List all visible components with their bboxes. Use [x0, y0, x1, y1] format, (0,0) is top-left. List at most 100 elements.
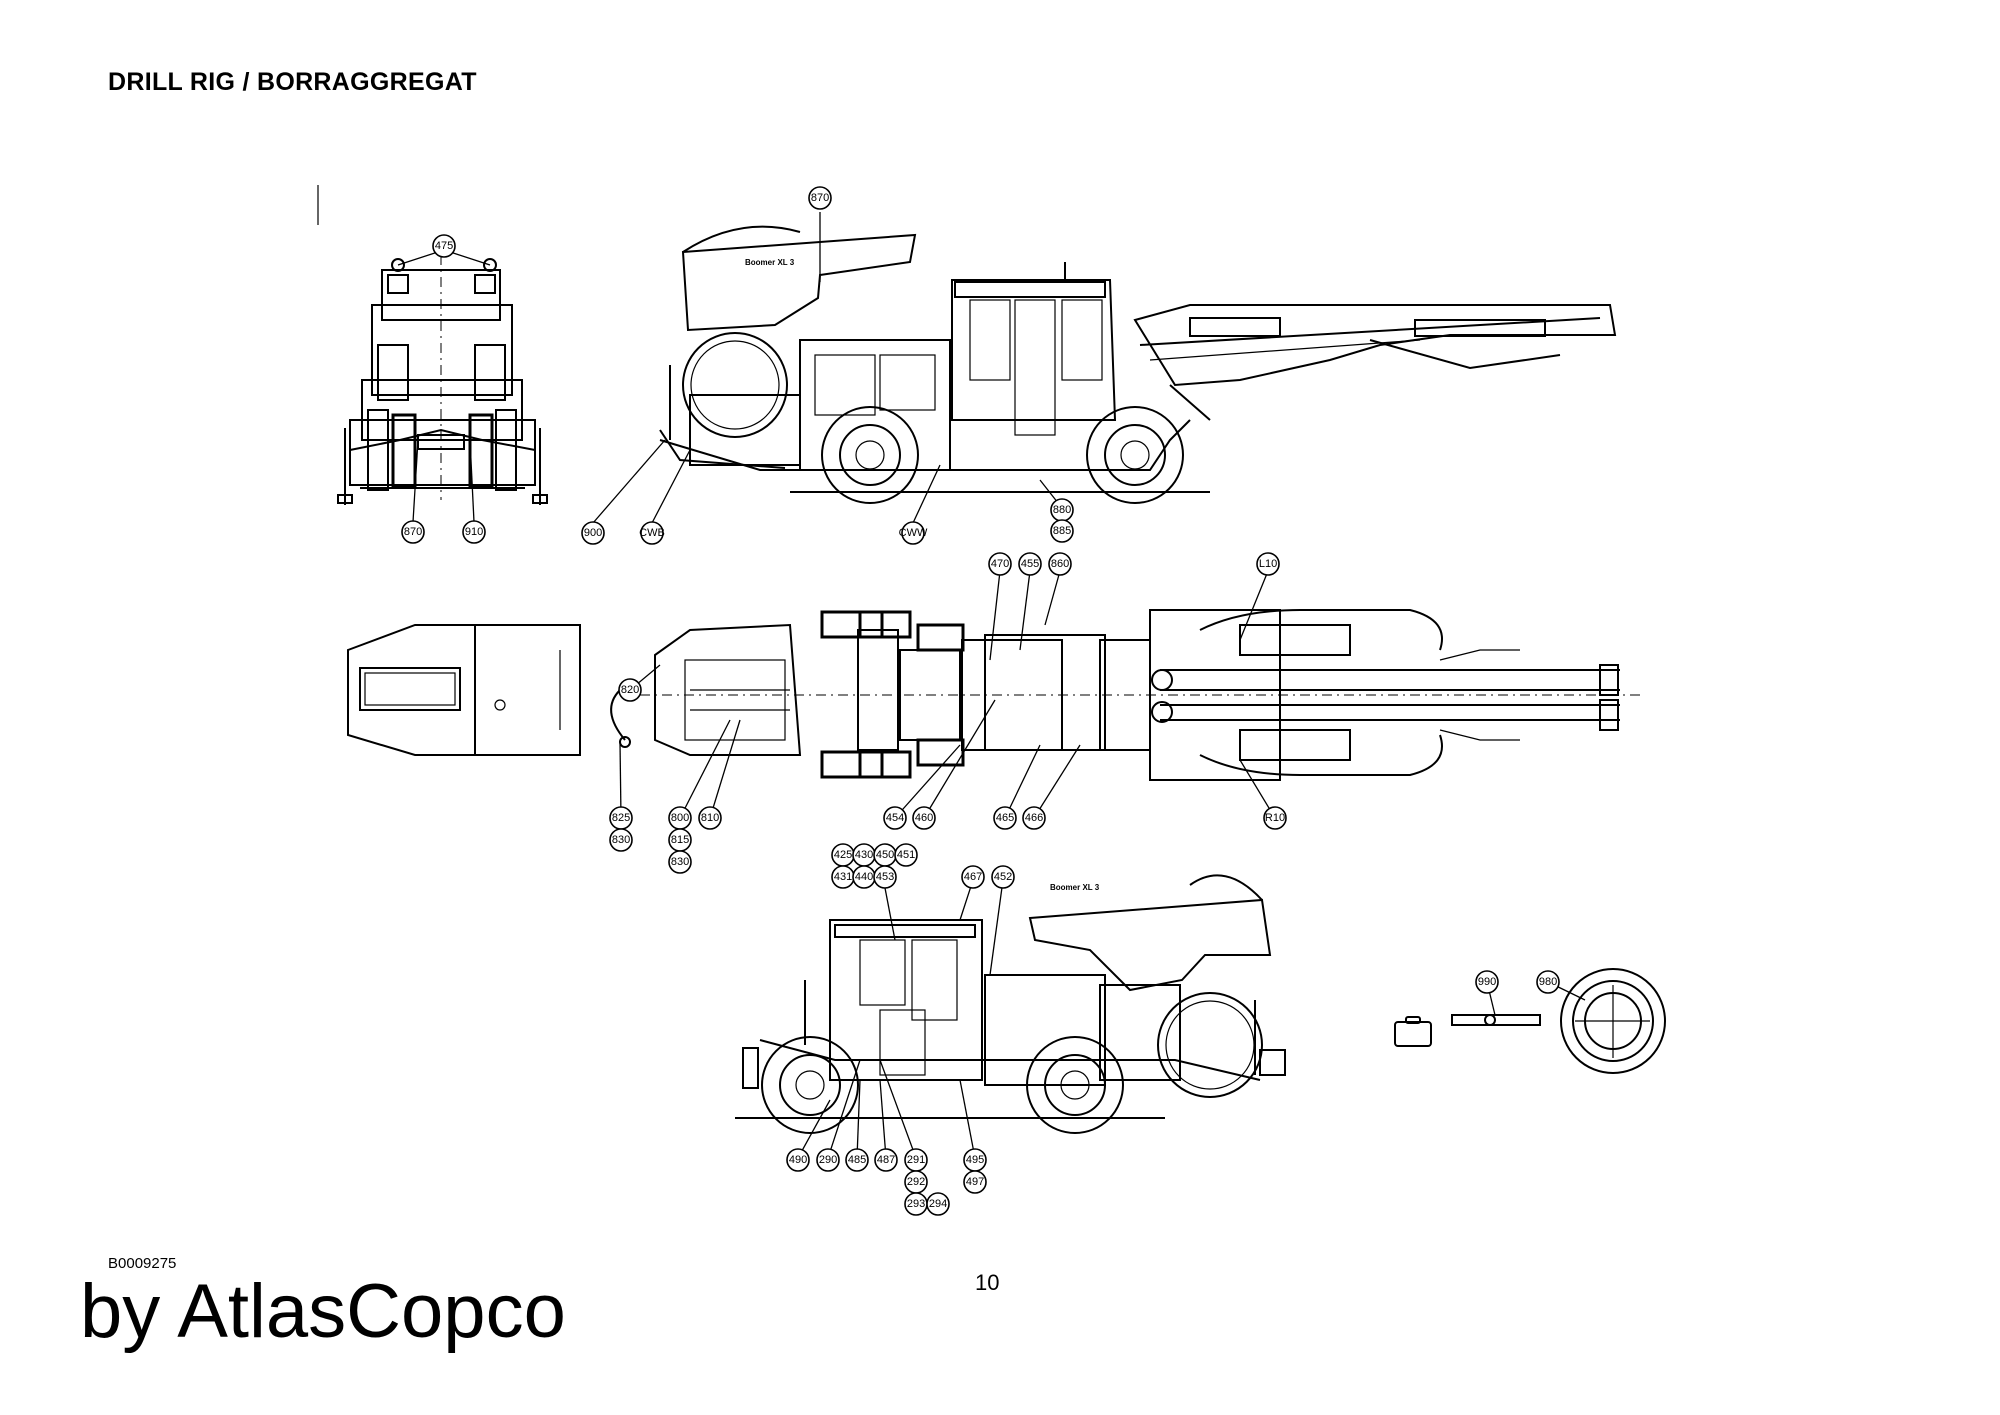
svg-text:990: 990 [1478, 976, 1496, 988]
callout[interactable]: CWW [899, 521, 928, 545]
svg-text:431: 431 [834, 871, 852, 883]
svg-text:290: 290 [819, 1154, 837, 1166]
callout[interactable]: 452 [991, 865, 1015, 889]
svg-text:870: 870 [811, 192, 829, 204]
drawing-code: B0009275 [108, 1255, 177, 1272]
svg-text:460: 460 [915, 812, 933, 824]
callout[interactable]: 485 [845, 1148, 869, 1172]
callout[interactable]: 450 [873, 843, 897, 867]
callout[interactable]: 910 [462, 520, 486, 544]
callout[interactable]: 292 [904, 1170, 928, 1194]
svg-text:800: 800 [671, 812, 689, 824]
svg-text:490: 490 [789, 1154, 807, 1166]
callout[interactable]: 465 [993, 806, 1017, 830]
svg-text:R10: R10 [1265, 812, 1285, 824]
spare-wheel-icon [1560, 968, 1666, 1074]
callout[interactable]: 870 [401, 520, 425, 544]
callout[interactable]: 291 [904, 1148, 928, 1172]
callout[interactable]: 900 [581, 521, 605, 545]
svg-text:815: 815 [671, 834, 689, 846]
svg-text:293: 293 [907, 1198, 925, 1210]
svg-text:825: 825 [612, 812, 630, 824]
svg-text:900: 900 [584, 527, 602, 539]
callout[interactable]: 830 [609, 828, 633, 852]
hand-tool-icon [1451, 1014, 1541, 1026]
side-view-top: Boomer XL 3 [659, 225, 1617, 504]
callouts-front-view: 475 870 910 [401, 234, 486, 544]
callout[interactable]: 451 [894, 843, 918, 867]
svg-text:294: 294 [929, 1198, 947, 1210]
callout[interactable]: R10 [1263, 806, 1287, 830]
svg-text:885: 885 [1053, 525, 1071, 537]
svg-text:485: 485 [848, 1154, 866, 1166]
svg-text:495: 495 [966, 1154, 984, 1166]
svg-text:CWW: CWW [899, 527, 928, 539]
callout[interactable]: 460 [912, 806, 936, 830]
callout[interactable]: 815 [668, 828, 692, 852]
callout[interactable]: 800 [668, 806, 692, 830]
callout[interactable]: CWB [639, 521, 665, 545]
front-view [317, 185, 548, 505]
svg-text:810: 810 [701, 812, 719, 824]
svg-text:470: 470 [991, 558, 1009, 570]
svg-text:291: 291 [907, 1154, 925, 1166]
callout[interactable]: 425 [831, 843, 855, 867]
side-view-bottom: Boomer XL 3 [735, 874, 1286, 1134]
svg-text:292: 292 [907, 1176, 925, 1188]
callout[interactable]: 466 [1022, 806, 1046, 830]
callout[interactable]: 490 [786, 1148, 810, 1172]
callout[interactable]: 293 [904, 1192, 928, 1216]
callouts-side-view-top: 870 900 CWB CWW 880 885 [581, 186, 1074, 545]
callout[interactable]: 830 [668, 850, 692, 874]
svg-text:453: 453 [876, 871, 894, 883]
lower-view-model-plate: Boomer XL 3 [1050, 883, 1100, 892]
callout[interactable]: L10 [1256, 552, 1280, 576]
callout[interactable]: 290 [816, 1148, 840, 1172]
callout[interactable]: 860 [1048, 552, 1072, 576]
svg-text:475: 475 [435, 240, 453, 252]
callout[interactable]: 470 [988, 552, 1012, 576]
svg-text:466: 466 [1025, 812, 1043, 824]
callout[interactable]: 885 [1050, 519, 1074, 543]
side-view-model-plate: Boomer XL 3 [745, 258, 795, 267]
svg-text:430: 430 [855, 849, 873, 861]
callout[interactable]: 454 [883, 806, 907, 830]
callout[interactable]: 495 [963, 1148, 987, 1172]
callouts-accessories: 990 980 [1475, 970, 1560, 994]
top-view [347, 609, 1640, 781]
callouts-top-view: 470 455 860 L10 820 825 830 800 815 830 … [609, 552, 1287, 874]
svg-text:452: 452 [994, 871, 1012, 883]
svg-text:455: 455 [1021, 558, 1039, 570]
callout[interactable]: 990 [1475, 970, 1499, 994]
toolbox-icon [1394, 1021, 1432, 1047]
callout[interactable]: 825 [609, 806, 633, 830]
svg-text:L10: L10 [1259, 558, 1277, 570]
callout[interactable]: 440 [852, 865, 876, 889]
svg-text:487: 487 [877, 1154, 895, 1166]
callout[interactable]: 980 [1536, 970, 1560, 994]
svg-text:820: 820 [621, 684, 639, 696]
callout[interactable]: 810 [698, 806, 722, 830]
callouts-side-view-bottom: 425 430 450 451 431 440 453 467 452 490 … [786, 843, 1015, 1216]
svg-text:880: 880 [1053, 504, 1071, 516]
callout[interactable]: 880 [1050, 498, 1074, 522]
callout[interactable]: 467 [961, 865, 985, 889]
callout[interactable]: 430 [852, 843, 876, 867]
callout[interactable]: 453 [873, 865, 897, 889]
accessories [1394, 968, 1666, 1074]
svg-text:980: 980 [1539, 976, 1557, 988]
callout[interactable]: 497 [963, 1170, 987, 1194]
svg-text:910: 910 [465, 526, 483, 538]
callout[interactable]: 475 [432, 234, 456, 258]
svg-text:450: 450 [876, 849, 894, 861]
callout[interactable]: 294 [926, 1192, 950, 1216]
callout[interactable]: 820 [618, 678, 642, 702]
svg-text:830: 830 [671, 856, 689, 868]
svg-text:497: 497 [966, 1176, 984, 1188]
callout[interactable]: 455 [1018, 552, 1042, 576]
callout[interactable]: 870 [808, 186, 832, 210]
callout[interactable]: 431 [831, 865, 855, 889]
svg-text:467: 467 [964, 871, 982, 883]
callout[interactable]: 487 [874, 1148, 898, 1172]
svg-text:830: 830 [612, 834, 630, 846]
